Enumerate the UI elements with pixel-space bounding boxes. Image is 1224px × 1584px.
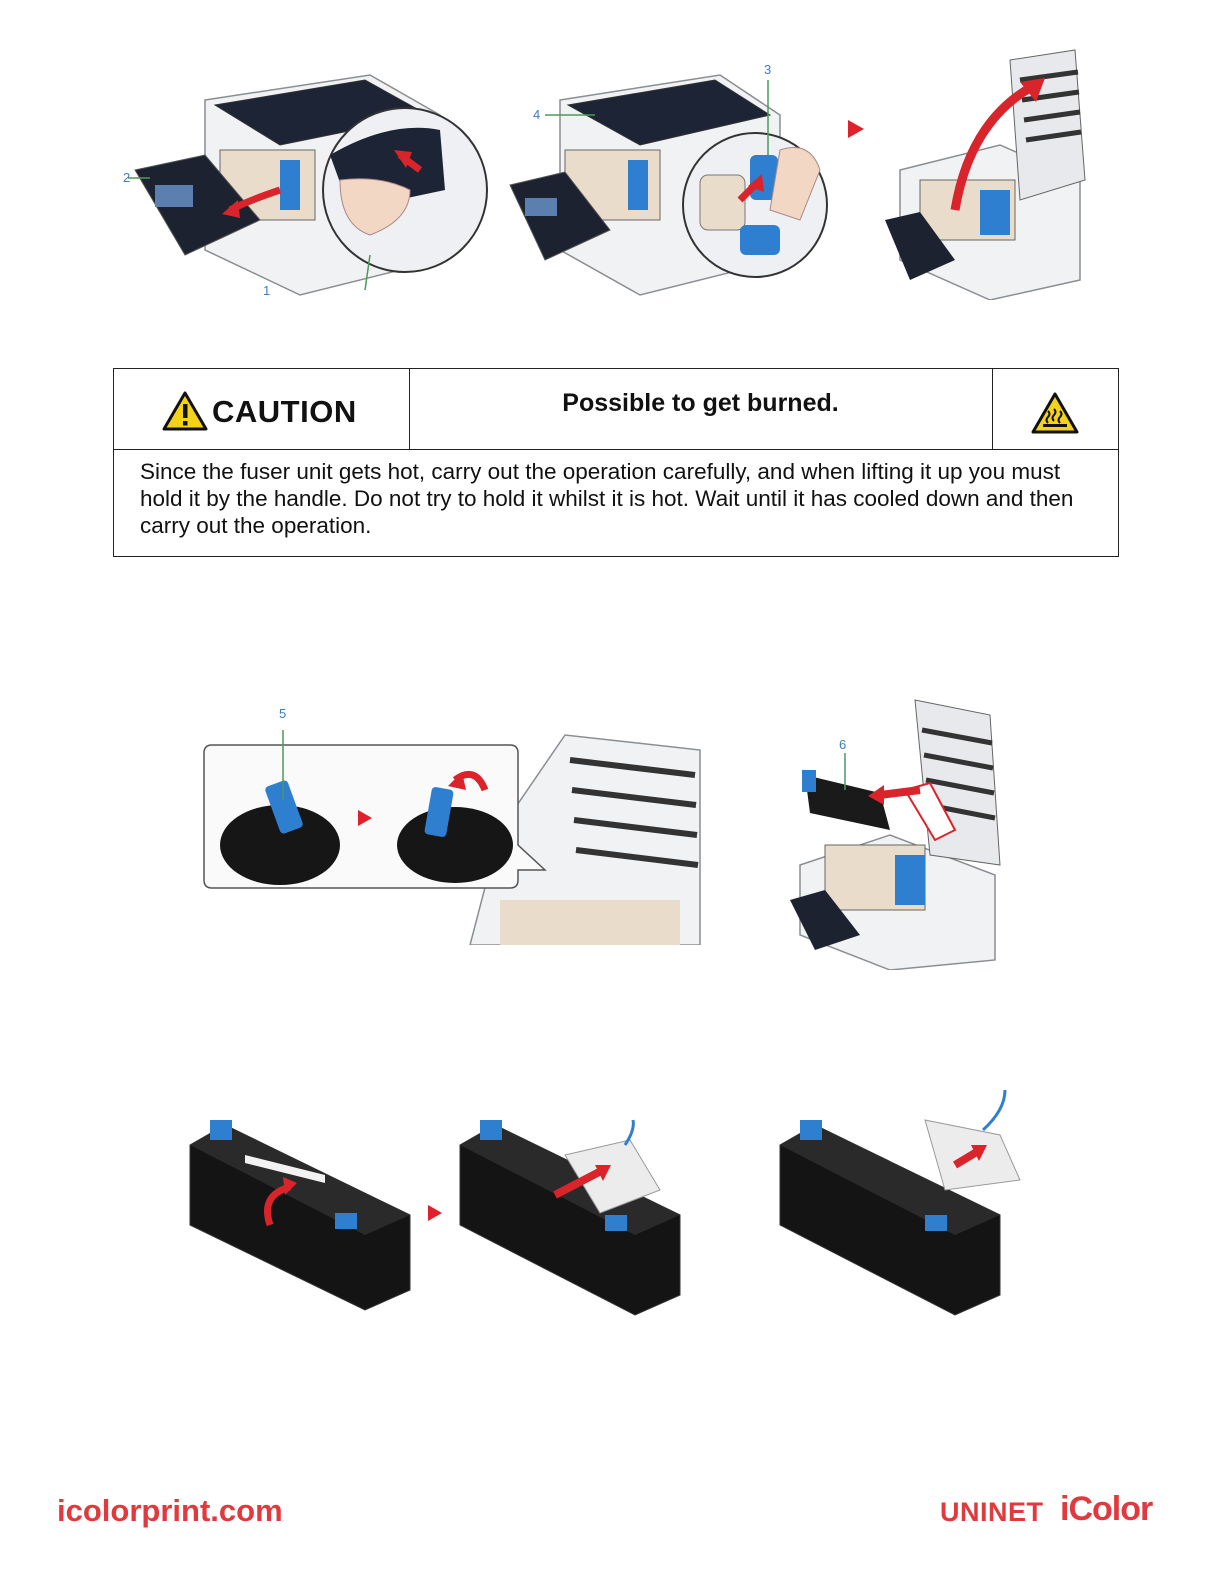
caution-heading-cell: Possible to get burned. — [409, 369, 993, 449]
warning-triangle-icon — [162, 391, 208, 436]
figure-fuser-unit-sheet-removed — [775, 1085, 1025, 1320]
footer-brand-icolor: iColor — [1060, 1490, 1152, 1529]
footer-website: icolorprint.com — [57, 1493, 283, 1529]
caution-label: CAUTION — [212, 394, 357, 430]
hot-surface-icon — [1031, 392, 1079, 439]
figure-open-front-cover — [110, 60, 490, 310]
figure-lift-top-cover — [880, 40, 1100, 300]
caution-heading: Possible to get burned. — [409, 389, 992, 418]
callout-4: 4 — [533, 107, 540, 122]
figure-unlock-fuser-levers — [200, 720, 720, 945]
figure-remove-fuser-unit — [780, 695, 1020, 970]
caution-header-row: CAUTION Possible to get burned. — [114, 369, 1118, 450]
figure-fuser-unit-pull-sheet — [455, 1115, 695, 1320]
callout-1: 1 — [263, 283, 270, 298]
figure-fuser-unit-remove-sheet — [185, 1115, 420, 1315]
footer-brand-uninet: UNINET — [940, 1497, 1044, 1528]
figure-release-fuser-lever — [500, 60, 840, 310]
callout-2: 2 — [123, 170, 130, 185]
step-arrow-icon — [428, 1205, 442, 1221]
step-arrow-icon — [848, 120, 864, 138]
callout-3: 3 — [764, 62, 771, 77]
caution-symbol-cell — [992, 369, 1118, 449]
caution-table: CAUTION Possible to get burned. Since th… — [113, 368, 1119, 557]
caution-body-text: Since the fuser unit gets hot, carry out… — [140, 458, 1100, 539]
callout-5: 5 — [279, 706, 286, 721]
caution-label-cell: CAUTION — [114, 369, 410, 449]
callout-6: 6 — [839, 737, 846, 752]
